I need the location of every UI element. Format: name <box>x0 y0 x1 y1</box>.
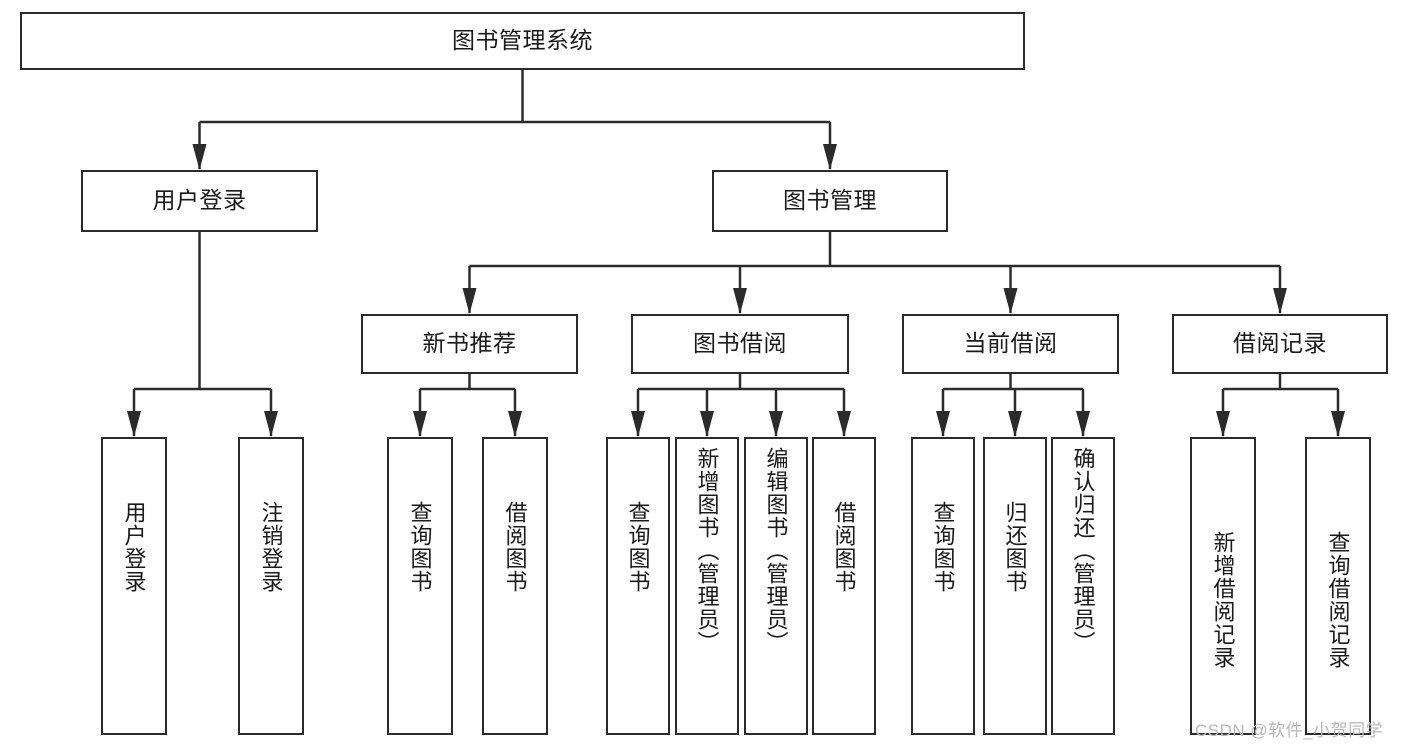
node-label: 查询图书 <box>625 501 651 593</box>
arrowhead-icon <box>733 288 747 314</box>
arrowhead-icon <box>936 411 950 437</box>
arrowhead-icon <box>192 144 207 170</box>
arrowhead-icon <box>1003 288 1018 314</box>
arrowhead-icon <box>700 411 714 437</box>
arrowhead-icon <box>127 411 141 437</box>
node-leaf-re-add[interactable]: 新增借阅记录 <box>1190 437 1256 735</box>
node-label: 查询图书 <box>930 501 956 593</box>
arrowhead-icon <box>631 411 645 437</box>
node-label: 确认归还（管理员） <box>1070 447 1096 654</box>
arrowhead-icon <box>1273 288 1287 314</box>
node-current[interactable]: 当前借阅 <box>902 314 1119 374</box>
node-label: 借阅记录 <box>1233 330 1327 357</box>
arrowhead-icon <box>462 288 477 314</box>
node-leaf-user-logout[interactable]: 注销登录 <box>238 437 304 735</box>
node-leaf-user-login[interactable]: 用户登录 <box>101 437 167 735</box>
watermark: CSDN @软件_小贺同学 <box>1195 721 1384 740</box>
node-label: 图书管理 <box>783 187 877 214</box>
arrowhead-icon <box>508 411 522 437</box>
node-label: 图书借阅 <box>693 330 787 357</box>
arrowhead-icon <box>837 411 851 437</box>
node-label: 用户登录 <box>121 501 147 593</box>
node-label: 查询图书 <box>407 501 433 593</box>
node-label: 编辑图书（管理员） <box>763 447 789 654</box>
arrowhead-icon <box>1076 411 1090 437</box>
arrowhead-icon <box>823 144 837 170</box>
arrowhead-icon <box>1331 411 1345 437</box>
node-leaf-nb-query[interactable]: 查询图书 <box>387 437 453 735</box>
arrowhead-icon <box>1216 411 1230 437</box>
node-leaf-cu-query[interactable]: 查询图书 <box>911 437 975 735</box>
node-leaf-bo-query[interactable]: 查询图书 <box>606 437 670 735</box>
node-label: 用户登录 <box>152 187 247 214</box>
node-label: 当前借阅 <box>963 330 1058 357</box>
node-label: 新增图书（管理员） <box>694 447 720 654</box>
node-label: 图书管理系统 <box>452 27 593 54</box>
node-label: 新书推荐 <box>422 330 517 357</box>
node-leaf-re-query[interactable]: 查询借阅记录 <box>1305 437 1371 735</box>
node-bookmgmt[interactable]: 图书管理 <box>712 170 948 232</box>
node-label: 注销登录 <box>258 501 284 593</box>
node-label: 借阅图书 <box>831 501 857 593</box>
node-newbooks[interactable]: 新书推荐 <box>361 314 578 374</box>
node-leaf-cu-return[interactable]: 归还图书 <box>983 437 1047 735</box>
node-leaf-bo-add[interactable]: 新增图书（管理员） <box>675 437 739 735</box>
node-leaf-bo-edit[interactable]: 编辑图书（管理员） <box>744 437 808 735</box>
node-leaf-nb-borrow[interactable]: 借阅图书 <box>482 437 548 735</box>
node-label: 借阅图书 <box>502 501 528 593</box>
node-label: 新增借阅记录 <box>1210 531 1236 669</box>
node-root[interactable]: 图书管理系统 <box>20 12 1025 70</box>
arrowhead-icon <box>413 411 427 437</box>
node-records[interactable]: 借阅记录 <box>1172 314 1388 374</box>
node-login[interactable]: 用户登录 <box>81 170 318 232</box>
node-leaf-cu-confirm[interactable]: 确认归还（管理员） <box>1051 437 1115 735</box>
node-borrow[interactable]: 图书借阅 <box>631 314 849 374</box>
node-label: 查询借阅记录 <box>1325 531 1351 669</box>
arrowhead-icon <box>264 411 278 437</box>
arrowhead-icon <box>1008 411 1022 437</box>
arrowhead-icon <box>769 411 783 437</box>
node-leaf-bo-borrow[interactable]: 借阅图书 <box>812 437 876 735</box>
node-label: 归还图书 <box>1002 501 1028 593</box>
